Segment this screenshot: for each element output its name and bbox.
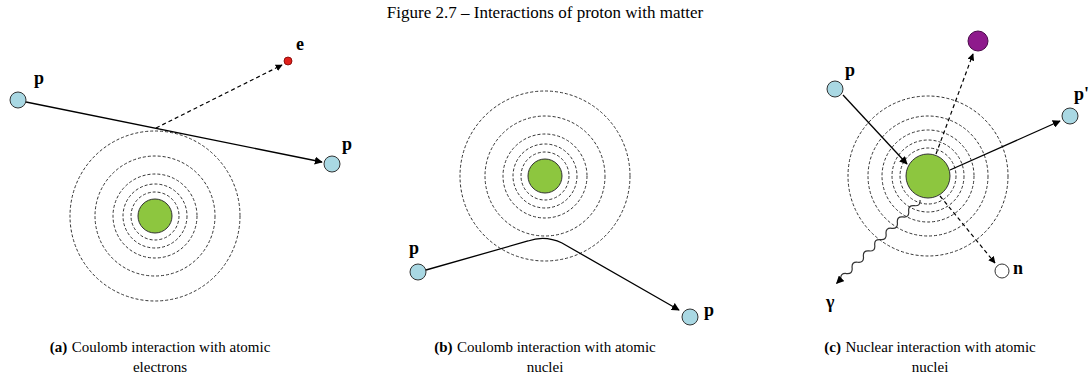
- proton-track: [26, 102, 322, 162]
- electron-shell: [900, 148, 956, 204]
- caption-letter: (a): [50, 339, 68, 355]
- electron-shell: [503, 134, 587, 218]
- nucleus: [528, 159, 562, 193]
- electron-shell: [513, 144, 577, 208]
- electron-shell: [848, 96, 1008, 256]
- caption-text: Coulomb interaction with atomic electron…: [72, 339, 271, 375]
- electron-shell: [131, 192, 179, 240]
- atom-rings: [848, 96, 1008, 256]
- proton-track: [843, 95, 907, 164]
- caption-text: Nuclear interaction with atomic nuclei: [845, 339, 1035, 375]
- electron-shell: [521, 152, 569, 200]
- atom-rings: [70, 131, 240, 301]
- electron-shell: [70, 131, 240, 301]
- panel-caption: (c)Nuclear interaction with atomic nucle…: [815, 338, 1045, 377]
- particle-label: p: [34, 68, 44, 89]
- panel-caption: (a)Coulomb interaction with atomic elect…: [45, 338, 275, 377]
- figure-title: Figure 2.7 – Interactions of proton with…: [387, 3, 703, 23]
- particle-label: e: [296, 34, 304, 55]
- atom-rings: [460, 91, 630, 261]
- particle-label: p': [1074, 84, 1089, 105]
- electron: [284, 57, 292, 65]
- caption-text: Coulomb interaction with atomic nuclei: [457, 339, 656, 375]
- electron-shell: [868, 116, 988, 236]
- proton: [410, 264, 426, 280]
- particle-label: p: [845, 60, 855, 81]
- electron-shell: [892, 140, 964, 212]
- electron-shell: [95, 156, 215, 276]
- particle-label: γ: [826, 292, 834, 313]
- electron-shell: [460, 91, 630, 261]
- proton: [10, 92, 26, 108]
- particle-label: p: [704, 300, 714, 321]
- particle-label: p: [409, 238, 419, 259]
- panel-caption: (b) Coulomb interaction with atomic nucle…: [430, 338, 660, 377]
- particle-label: p: [342, 134, 352, 155]
- proton: [682, 309, 698, 325]
- fragment-track: [936, 54, 973, 154]
- proton: [1062, 108, 1078, 124]
- proton-track: [950, 121, 1060, 170]
- proton: [324, 156, 340, 172]
- neutron-track: [940, 196, 995, 263]
- gamma-wave: [835, 198, 922, 285]
- electron-shell: [113, 174, 197, 258]
- particle-label: n: [1013, 258, 1023, 279]
- caption-letter: (b): [434, 339, 452, 355]
- gamma-ray: [835, 198, 922, 285]
- proton: [827, 81, 843, 97]
- electron-shell: [882, 130, 974, 222]
- caption-letter: (c): [824, 339, 841, 355]
- nucleus: [138, 199, 172, 233]
- electron-shell: [485, 116, 605, 236]
- electron-track: [156, 65, 282, 128]
- electron-shell: [123, 184, 187, 248]
- neutron: [995, 264, 1009, 278]
- nuclear-fragment: [968, 31, 988, 51]
- nucleus: [906, 154, 950, 198]
- proton-track: [426, 238, 679, 310]
